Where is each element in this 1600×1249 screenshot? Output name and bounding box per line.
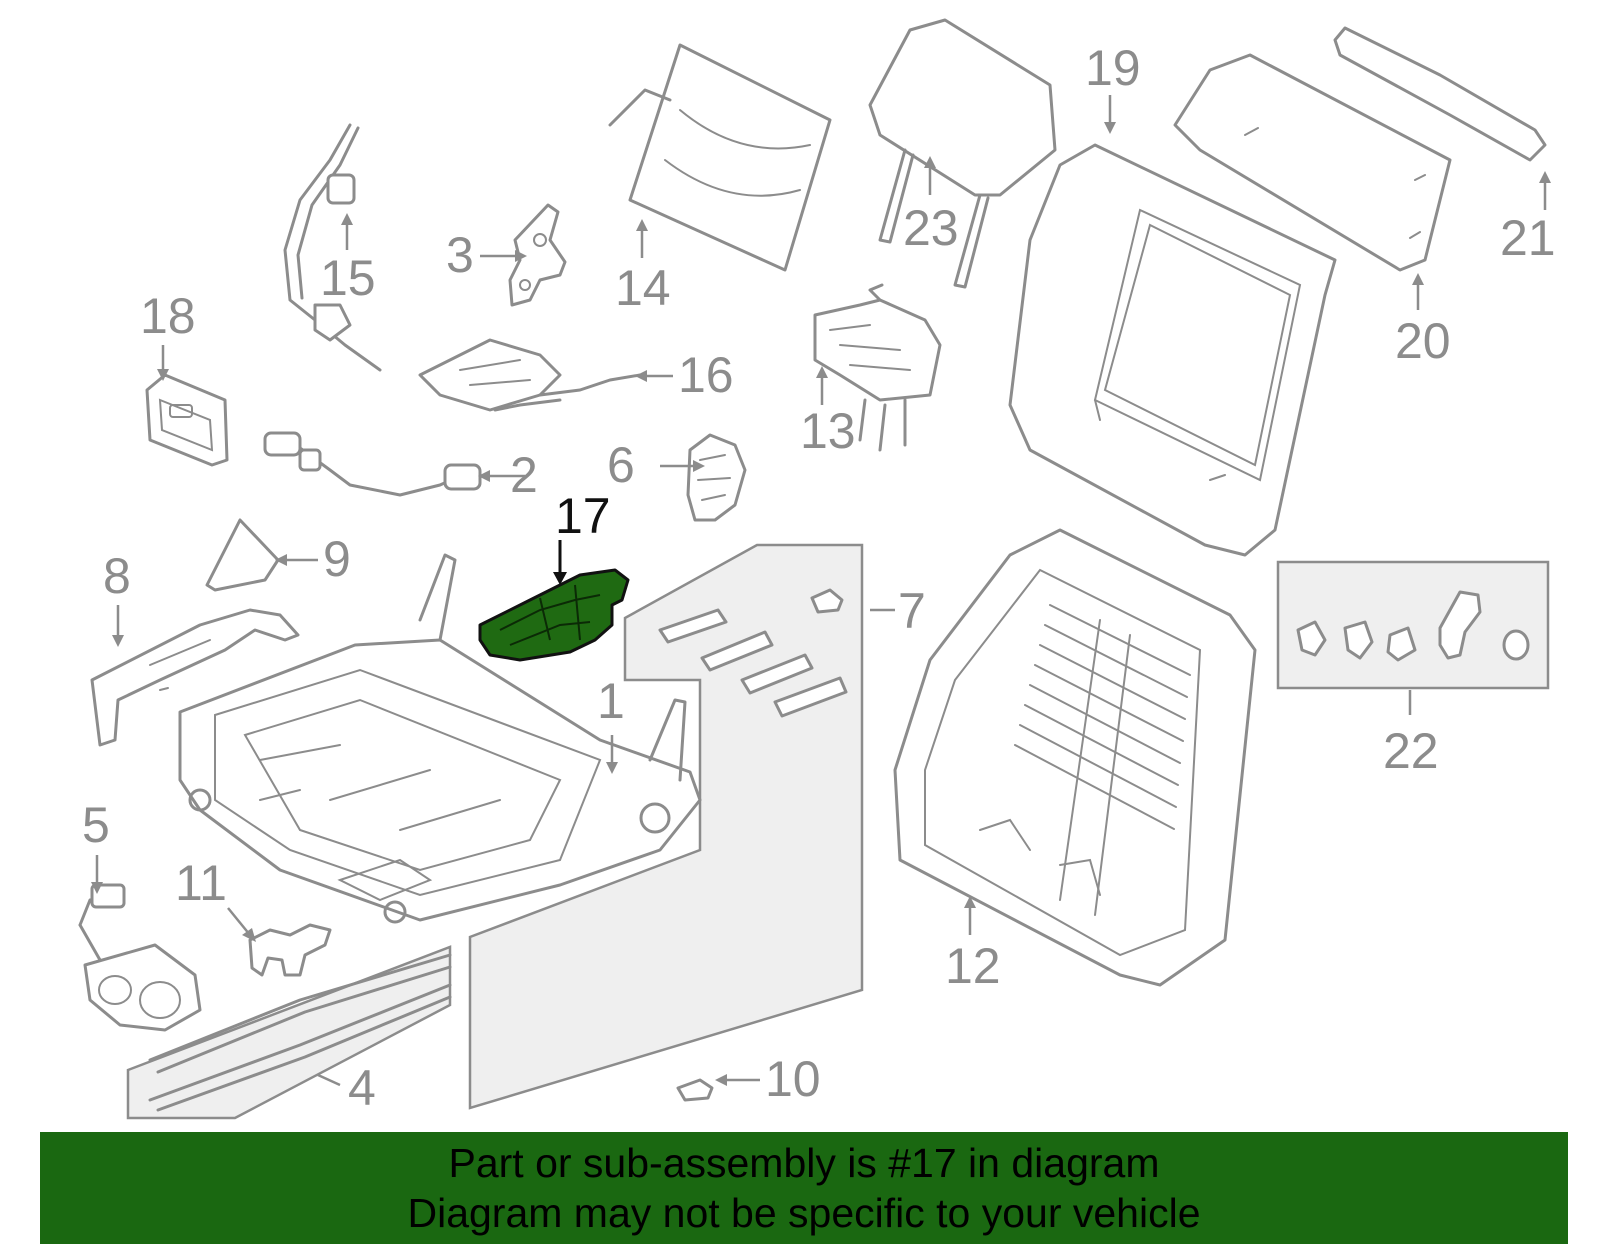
panel-clip-kit-22 [1276,560,1550,690]
callout-13: 13 [800,403,856,459]
retainer-clip[interactable] [676,1078,714,1102]
release-cable[interactable] [283,123,382,372]
callout-16: 16 [678,347,734,403]
callout-9: 9 [323,531,351,587]
banner-line-part-info: Part or sub-assembly is #17 in diagram [448,1140,1160,1186]
seat-back-cushion[interactable] [1008,143,1337,557]
trim-cover[interactable] [205,518,280,592]
callout-18: 18 [140,288,196,344]
seat-parts-diagram: 1 2 3 4 5 6 7 8 9 10 11 12 13 14 15 16 1… [78,18,1556,1120]
callout-8: 8 [103,548,131,604]
clip-kit[interactable] [1296,590,1530,662]
info-banner: Part or sub-assembly is #17 in diagram D… [40,1132,1568,1244]
callout-12: 12 [945,938,1001,994]
callout-11: 11 [175,855,227,911]
callout-5: 5 [82,797,110,853]
top-trim-strip[interactable] [1333,26,1547,162]
callout-21: 21 [1500,210,1556,266]
banner-line-disclaimer: Diagram may not be specific to your vehi… [407,1190,1201,1236]
callout-19: 19 [1085,40,1141,96]
callout-23: 23 [903,200,959,256]
callout-4: 4 [348,1060,376,1116]
seat-back-frame[interactable] [893,528,1257,987]
callout-20: 20 [1395,313,1451,369]
leader-lines [91,95,1551,1087]
callout-15: 15 [320,250,376,306]
track-cover-strips[interactable] [148,953,452,1112]
lever-bracket[interactable] [686,433,747,522]
rear-back-panel[interactable] [1173,53,1452,272]
callout-17: 17 [555,488,611,544]
panel-track-cover-4 [126,945,452,1120]
callout-22: 22 [1383,723,1439,779]
switch-bezel[interactable] [145,373,229,467]
callout-7: 7 [898,583,926,639]
cable-assembly[interactable] [263,431,482,497]
seat-cushion-frame[interactable] [178,553,702,924]
seat-motor[interactable] [78,883,202,1032]
callout-10: 10 [765,1051,821,1107]
mounting-bracket[interactable] [248,923,332,977]
recliner-bracket[interactable] [508,203,567,307]
highlighted-part-17[interactable] [478,568,630,662]
side-trim-panel[interactable] [90,608,300,747]
callout-14: 14 [615,260,671,316]
callout-1: 1 [597,673,625,729]
callout-3: 3 [446,227,474,283]
recliner-mechanism[interactable] [813,283,942,452]
seat-back-panel[interactable] [608,43,832,272]
seat-switch-set[interactable] [658,588,848,718]
headrest[interactable] [868,18,1057,289]
callout-6: 6 [607,437,635,493]
wiring-harness[interactable] [418,338,642,412]
callout-labels: 1 2 3 4 5 6 7 8 9 10 11 12 13 14 15 16 1… [82,40,1556,1116]
callout-2: 2 [510,447,538,503]
